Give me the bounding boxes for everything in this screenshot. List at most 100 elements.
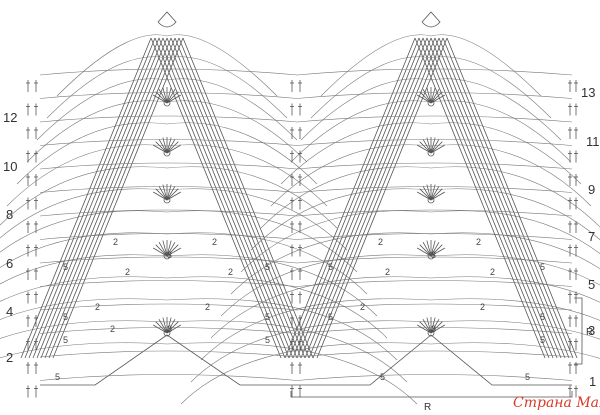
stitch-line bbox=[28, 37, 160, 359]
repeat-bracket-vertical: R bbox=[574, 297, 593, 365]
row-arc bbox=[39, 303, 573, 311]
chain-count: 5 bbox=[55, 372, 60, 382]
arc bbox=[430, 100, 572, 163]
stitch-line bbox=[312, 37, 444, 359]
row-number: 7 bbox=[588, 229, 595, 244]
arc bbox=[0, 232, 168, 268]
watermark-text: Страна Мам bbox=[513, 395, 600, 411]
stitch-line bbox=[292, 37, 424, 359]
fan-stitch bbox=[152, 94, 168, 104]
edge-column bbox=[568, 80, 572, 398]
stitch-line bbox=[442, 37, 574, 359]
row-arc bbox=[39, 233, 573, 240]
arc bbox=[190, 320, 432, 383]
fan-stitch bbox=[166, 324, 182, 334]
arc bbox=[0, 298, 168, 320]
arc bbox=[26, 100, 168, 163]
fan-stitch bbox=[152, 144, 168, 154]
fan-stitch bbox=[419, 188, 432, 201]
chain-count: 5 bbox=[265, 335, 270, 345]
arc bbox=[0, 188, 168, 239]
fan-stitch bbox=[416, 324, 432, 334]
chain-count: 5 bbox=[525, 372, 530, 382]
arc bbox=[166, 166, 338, 229]
foundation-chain bbox=[40, 334, 572, 386]
arc bbox=[0, 166, 168, 226]
watermark: Страна Мам bbox=[513, 395, 600, 411]
fan-stitch bbox=[422, 241, 432, 257]
ring bbox=[427, 196, 435, 204]
chain-count: 5 bbox=[63, 335, 68, 345]
fan-stitch bbox=[416, 247, 432, 257]
fan-stitch bbox=[416, 144, 432, 154]
arc bbox=[200, 298, 432, 361]
fan-stitch bbox=[430, 324, 446, 334]
fan-stitch bbox=[419, 91, 432, 104]
stitch-line bbox=[300, 37, 432, 359]
fan-stitch bbox=[430, 318, 440, 334]
fan-stitch bbox=[419, 141, 432, 154]
ring bbox=[427, 329, 435, 337]
arc bbox=[430, 188, 600, 241]
arc bbox=[166, 276, 388, 339]
stitch-line bbox=[304, 37, 436, 359]
arc bbox=[6, 144, 168, 207]
arc bbox=[166, 78, 298, 141]
stitch-line bbox=[178, 37, 310, 359]
stitch-line bbox=[52, 37, 184, 359]
row-arc bbox=[39, 68, 573, 76]
fan-stitch bbox=[158, 318, 168, 334]
stitch-line bbox=[284, 37, 416, 359]
stitch-line bbox=[150, 37, 282, 359]
ring bbox=[427, 99, 435, 107]
arc bbox=[240, 210, 432, 273]
chain-count: 2 bbox=[490, 267, 495, 277]
fan-stitch bbox=[430, 138, 440, 154]
stitch-line bbox=[158, 37, 290, 359]
ring bbox=[163, 329, 171, 337]
fan-stitch bbox=[430, 188, 443, 201]
fan-cluster bbox=[416, 184, 446, 204]
fan-stitch bbox=[166, 88, 176, 104]
arc bbox=[180, 342, 432, 405]
arc bbox=[0, 320, 168, 339]
stitch-line bbox=[174, 37, 306, 359]
stitch-line bbox=[162, 37, 294, 359]
row-arc bbox=[39, 280, 573, 287]
chain-count: 2 bbox=[205, 302, 210, 312]
edge-column bbox=[290, 80, 294, 398]
ring bbox=[427, 252, 435, 260]
arc bbox=[430, 320, 600, 340]
stitch-line bbox=[296, 37, 428, 359]
ring bbox=[427, 149, 435, 157]
chain-count: 5 bbox=[328, 312, 333, 322]
arc bbox=[430, 276, 600, 303]
fan-stitch bbox=[158, 185, 168, 201]
row-numbers-right: 13 11 9 7 5 3 1 bbox=[581, 85, 600, 389]
fan-stitch bbox=[152, 247, 168, 257]
chain-count: 2 bbox=[113, 237, 118, 247]
fan-stitch bbox=[152, 324, 168, 334]
stitch-line bbox=[438, 37, 570, 359]
arc bbox=[430, 166, 600, 228]
fan-stitch bbox=[166, 185, 176, 201]
fan-stitch bbox=[166, 91, 179, 104]
row-arc bbox=[39, 327, 573, 334]
fan-stitch bbox=[158, 138, 168, 154]
fan-stitch bbox=[166, 138, 176, 154]
fan-stitch bbox=[166, 241, 176, 257]
stitch-line bbox=[154, 37, 286, 359]
chain-count: 3 bbox=[431, 250, 436, 260]
arc bbox=[430, 56, 552, 119]
fan-stitch bbox=[430, 244, 443, 257]
fan-stitch bbox=[416, 94, 432, 104]
arc bbox=[430, 342, 600, 359]
row-arc bbox=[39, 186, 573, 193]
peak-motif bbox=[0, 11, 418, 405]
row-arc bbox=[39, 162, 573, 170]
arc bbox=[430, 254, 600, 286]
chain-count: 5 bbox=[63, 312, 68, 322]
arc bbox=[210, 276, 432, 339]
stitch-line bbox=[414, 37, 546, 359]
